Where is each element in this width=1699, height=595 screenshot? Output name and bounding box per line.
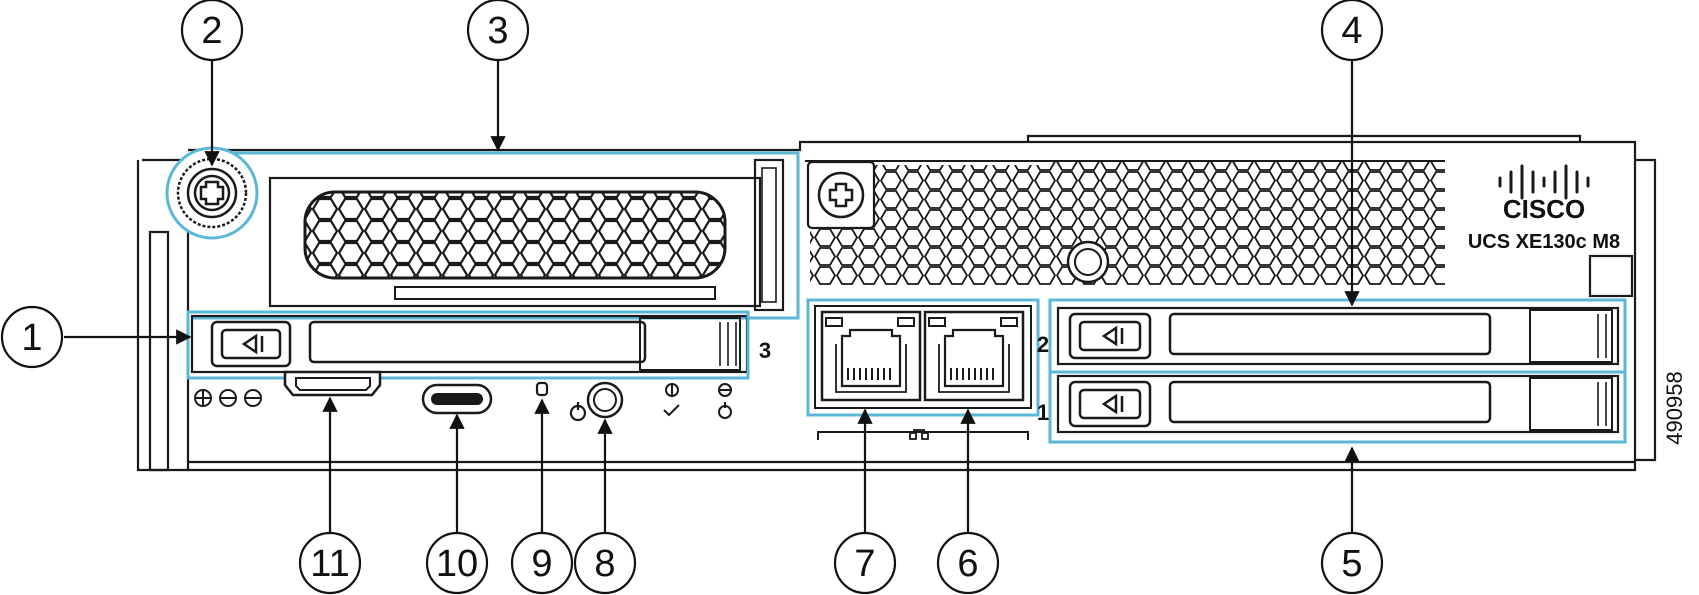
id-tag-square	[1588, 254, 1634, 298]
figure-id: 490958	[1662, 371, 1687, 444]
bay-label-1: 1	[1037, 400, 1049, 425]
rj45-port-right	[923, 310, 1025, 402]
front-drive-bay-3	[186, 310, 750, 380]
power-button	[569, 381, 624, 422]
usb-c-port	[421, 383, 493, 415]
brand-name: CISCO	[1503, 194, 1585, 224]
rj45-port-left	[820, 310, 922, 402]
bay-label-2: 2	[1037, 332, 1049, 357]
cisco-logo	[1498, 164, 1590, 200]
svg-text:5: 5	[1341, 543, 1362, 585]
bay-label-3: 3	[759, 338, 771, 363]
front-mezzanine-module	[192, 151, 800, 320]
svg-text:11: 11	[310, 543, 349, 585]
callout-leaders	[64, 58, 1360, 537]
callout-7: 7	[833, 531, 897, 595]
callout-10: 10	[425, 531, 489, 595]
callout-2: 2	[180, 0, 244, 62]
network-port-block	[806, 298, 1040, 440]
svg-text:9: 9	[531, 543, 552, 585]
svg-text:2: 2	[201, 10, 222, 52]
callout-3: 3	[466, 0, 530, 62]
status-led	[535, 381, 549, 397]
callout-8: 8	[573, 531, 637, 595]
svg-text:6: 6	[957, 543, 978, 585]
panel-status-icons	[194, 389, 262, 407]
svg-text:7: 7	[854, 543, 875, 585]
round-fastener	[1066, 240, 1110, 284]
drive-bay-1	[1048, 370, 1627, 444]
svg-text:3: 3	[487, 10, 508, 52]
model-label: UCS XE130c M8	[1468, 231, 1620, 253]
network-icon	[909, 429, 929, 440]
callout-11: 11	[298, 531, 362, 595]
callouts: 1 2 3 4 5 6 7 8	[0, 0, 1384, 595]
rear-vent-area	[805, 160, 1445, 285]
callout-5: 5	[1320, 531, 1384, 595]
drive-bay-2	[1048, 298, 1627, 374]
svg-text:10: 10	[436, 543, 478, 585]
callout-4: 4	[1320, 0, 1384, 62]
indicator-icons	[663, 383, 732, 419]
chassis	[136, 134, 1657, 472]
callout-1: 1	[0, 305, 64, 369]
svg-text:8: 8	[594, 543, 615, 585]
svg-text:4: 4	[1341, 10, 1362, 52]
svg-text:1: 1	[21, 317, 42, 359]
callout-6: 6	[936, 531, 1000, 595]
callout-9: 9	[510, 531, 574, 595]
console-port	[283, 370, 382, 397]
chassis-screw	[806, 160, 876, 230]
